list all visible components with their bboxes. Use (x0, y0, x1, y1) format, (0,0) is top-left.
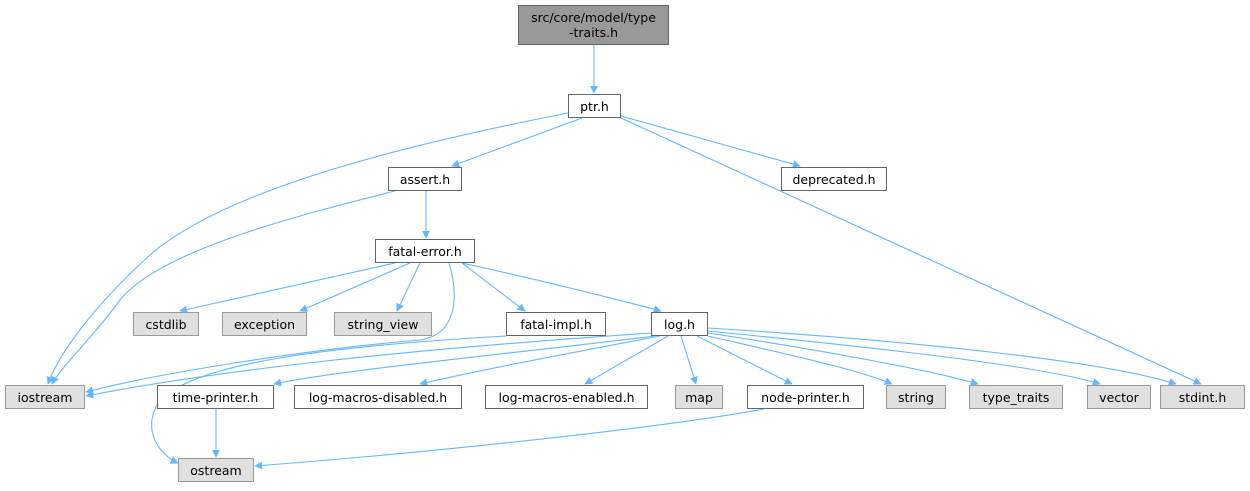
node-label: cstdlib (145, 316, 187, 332)
node-exception[interactable]: exception (222, 312, 307, 336)
edge-log-to-map (680, 335, 698, 385)
edge-assert-to-iostream (51, 190, 396, 385)
node-label: exception (233, 316, 296, 332)
edge-log-to-type-traits (707, 332, 979, 386)
node-label: log-macros-enabled.h (498, 389, 635, 405)
node-log-macros-disabled[interactable]: log-macros-disabled.h (294, 385, 462, 409)
node-label: log-macros-disabled.h (308, 389, 448, 405)
edge-ptr-to-deprecated (620, 115, 801, 168)
node-node-printer[interactable]: node-printer.h (747, 385, 864, 409)
node-label: iostream (17, 389, 73, 405)
edge-node-printer-to-ostream (254, 408, 765, 470)
node-label: log.h (664, 316, 695, 332)
node-label: ostream (190, 462, 242, 478)
node-label: stdint.h (1178, 389, 1227, 405)
node-label: map (685, 389, 713, 405)
edge-fatal-error-to-fatal-impl (461, 262, 526, 312)
node-deprecated[interactable]: deprecated.h (781, 167, 887, 191)
edge-ptr-to-iostream (46, 112, 569, 385)
node-fatal-impl[interactable]: fatal-impl.h (506, 312, 606, 336)
node-iostream[interactable]: iostream (5, 385, 85, 409)
node-vector[interactable]: vector (1087, 385, 1151, 409)
edge-ptr-to-assert (451, 117, 583, 168)
node-label: string_view (347, 316, 419, 332)
node-ostream[interactable]: ostream (178, 458, 254, 482)
node-label: src/core/model/type -traits.h (531, 10, 656, 40)
edge-fatal-error-to-string-view (396, 262, 421, 312)
node-label: string (898, 389, 934, 405)
node-ptr[interactable]: ptr.h (568, 94, 621, 118)
node-stdint[interactable]: stdint.h (1160, 385, 1245, 409)
edge-log-to-log-macros-disabled (419, 335, 661, 387)
node-label: time-printer.h (172, 389, 259, 405)
node-type-traits[interactable]: type_traits (969, 385, 1063, 409)
edge-log-to-string (707, 335, 893, 385)
edge-log-to-iostream (85, 332, 652, 399)
edge-fatal-error-to-cstdlib (179, 262, 396, 314)
edge-fatal-impl-to-ostream (151, 335, 507, 464)
edge-ptr-to-stdint (620, 117, 1202, 385)
edge-log-to-time-printer (273, 335, 656, 387)
node-time-printer[interactable]: time-printer.h (157, 385, 274, 409)
node-assert[interactable]: assert.h (388, 167, 462, 191)
node-map[interactable]: map (675, 385, 723, 409)
node-label: deprecated.h (792, 171, 876, 187)
node-fatal-error[interactable]: fatal-error.h (375, 239, 475, 263)
node-string[interactable]: string (886, 385, 946, 409)
edge-fatal-error-to-exception (299, 262, 411, 312)
node-label: ptr.h (580, 98, 609, 114)
node-root[interactable]: src/core/model/type -traits.h (518, 5, 669, 45)
node-label: assert.h (399, 171, 451, 187)
node-label: vector (1099, 389, 1139, 405)
node-log-macros-enabled[interactable]: log-macros-enabled.h (485, 385, 648, 409)
node-cstdlib[interactable]: cstdlib (133, 312, 199, 336)
node-label: fatal-error.h (388, 243, 462, 259)
node-label: fatal-impl.h (520, 316, 592, 332)
edge-log-to-vector (707, 330, 1101, 386)
edge-log-to-log-macros-enabled (584, 335, 669, 385)
node-label: type_traits (982, 389, 1050, 405)
node-string-view[interactable]: string_view (334, 312, 432, 336)
edge-fatal-error-to-iostream (85, 262, 455, 395)
edge-log-to-node-printer (696, 335, 793, 385)
node-log[interactable]: log.h (651, 312, 708, 336)
edges-layer (46, 45, 1202, 470)
node-label: node-printer.h (761, 389, 850, 405)
edge-fatal-error-to-log (461, 262, 662, 314)
edge-log-to-stdint (707, 327, 1177, 386)
